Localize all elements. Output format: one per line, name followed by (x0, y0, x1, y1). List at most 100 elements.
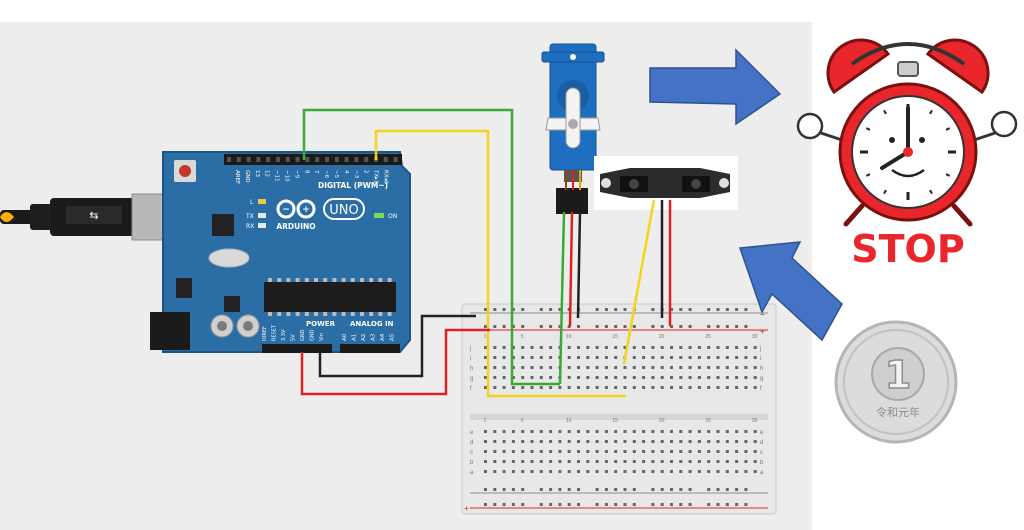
column-number: 1 (484, 418, 487, 424)
on-led-label: ON (388, 213, 397, 220)
wire-sensor-yellow (622, 199, 656, 365)
power-pin-label: 5V (291, 334, 297, 341)
row-letter: d (470, 440, 473, 446)
analog-pin-label: A0 (342, 333, 348, 341)
row-letter: e (760, 430, 764, 436)
column-number: 25 (705, 418, 711, 424)
digital-pin-label: ~10 (284, 170, 290, 182)
column-number: 10 (566, 334, 572, 340)
digital-pin-label: 8 (303, 170, 309, 174)
servo-connector (556, 188, 588, 214)
row-letter: j (759, 346, 761, 352)
analog-header-label: ANALOG IN (350, 320, 394, 328)
digital-pin-label: 13 (254, 170, 260, 177)
power-pin-label: RESET (272, 324, 278, 341)
row-letter: g (470, 376, 473, 382)
analog-header[interactable] (340, 344, 400, 353)
row-letter: d (760, 440, 763, 446)
wire-yellow (374, 129, 626, 398)
column-number: 25 (705, 334, 711, 340)
power-pin-label: IOREF (262, 326, 268, 341)
wire-red (300, 328, 490, 396)
digital-pin-label: ~11 (274, 170, 280, 182)
wire-servo-black (576, 211, 582, 319)
power-pin-label: GND (300, 329, 306, 341)
analog-pin-label: A4 (380, 333, 386, 341)
stop-label: STOP (851, 227, 964, 271)
digital-pin-label: GND (244, 170, 250, 183)
column-number: 5 (521, 418, 524, 424)
svg-text:⇆: ⇆ (89, 209, 98, 222)
arduino-logo-icon: − + (276, 199, 316, 219)
column-number: 15 (612, 418, 618, 424)
coin-era-text: 令和元年 (876, 405, 920, 419)
digital-pin-label: ~9 (293, 170, 299, 179)
digital-pin-label: RX◂0 (383, 170, 389, 184)
power-jack[interactable] (150, 312, 190, 350)
row-letter: f (470, 386, 472, 392)
digital-pin-label: 7 (313, 170, 319, 174)
digital-pin-label: ~5 (333, 170, 339, 179)
digital-pin-label: ~3 (353, 170, 359, 179)
led-l-label: L (250, 199, 254, 206)
digital-pin-label: ~6 (323, 170, 329, 179)
power-header-label: POWER (306, 320, 336, 328)
atmega-chip (264, 282, 396, 312)
wire-black (318, 314, 476, 378)
digital-pin-label: 4 (343, 170, 349, 174)
row-letter: b (760, 460, 764, 466)
servo-motor[interactable] (541, 43, 605, 214)
row-letter: e (470, 430, 474, 436)
analog-pin-label: A3 (371, 333, 377, 341)
row-letter: h (760, 366, 763, 372)
column-number: 5 (521, 334, 524, 340)
digital-pin-label: TX▸1 (373, 169, 379, 183)
power-pin-label: GND (310, 329, 316, 341)
digital-pin-label: AREF (234, 170, 240, 184)
row-letter: g (760, 376, 763, 382)
ir-distance-sensor[interactable] (594, 156, 738, 210)
row-letter: a (760, 470, 764, 476)
wires (300, 108, 672, 398)
arrow-right-icon (649, 48, 782, 126)
column-number: 30 (752, 418, 758, 424)
digital-header[interactable] (224, 154, 402, 165)
digital-pin-label: 2 (363, 170, 369, 174)
row-letter: h (470, 366, 473, 372)
row-letter: c (470, 450, 473, 456)
power-header[interactable] (262, 344, 332, 353)
wire-servo-green (558, 211, 566, 385)
coin-numeral: 1 (885, 353, 911, 397)
digital-pwm-label: DIGITAL (PWM~) (318, 181, 388, 190)
digital-pin-label: 12 (264, 170, 270, 177)
row-letter: b (470, 460, 474, 466)
arduino-brand-label: ARDUINO (276, 222, 315, 231)
wire-green (302, 108, 560, 386)
wire-servo-red (568, 211, 574, 327)
led-tx-label: TX (245, 213, 254, 220)
rail-plus-bottom: + (464, 504, 469, 513)
breadboard-holes (484, 308, 757, 506)
column-number: 20 (659, 334, 665, 340)
power-pin-label: Vin (319, 333, 325, 341)
row-letter: j (469, 346, 471, 352)
analog-pin-label: A5 (390, 333, 396, 341)
row-letter: c (760, 450, 763, 456)
column-number: 20 (659, 418, 665, 424)
row-letter: i (760, 356, 761, 362)
analog-pin-label: A2 (361, 334, 367, 341)
column-number: 30 (752, 334, 758, 340)
one-yen-coin-icon: 1 令和元年 (834, 320, 958, 444)
rail-minus-top: − (760, 310, 765, 319)
alarm-clock-icon (796, 38, 1018, 227)
svg-text:−: − (282, 205, 290, 215)
svg-text:+: + (302, 205, 310, 215)
row-letter: f (760, 386, 762, 392)
